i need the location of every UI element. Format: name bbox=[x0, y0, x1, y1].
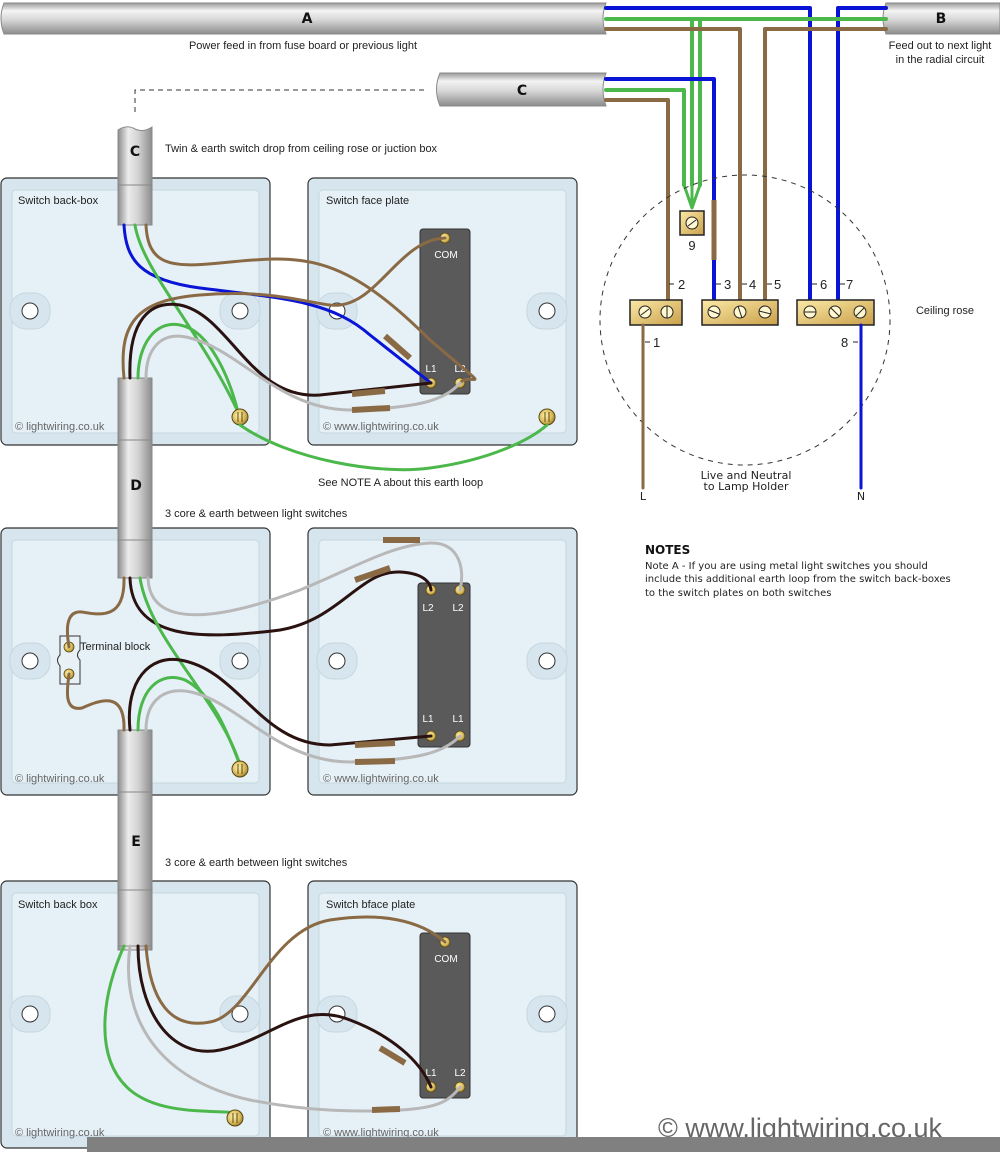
terminal-number-6: 6 bbox=[820, 277, 827, 292]
switch3-wires bbox=[103, 915, 462, 1115]
cable-e-caption: 3 core & earth between light switches bbox=[165, 857, 348, 869]
screw-hole-icon bbox=[231, 652, 249, 670]
terminal-numbers: 2 3 4 5 6 7 1 8 bbox=[645, 277, 858, 350]
cable-c-drop-caption: Twin & earth switch drop from ceiling ro… bbox=[165, 143, 438, 155]
earth-loop-note: See NOTE A about this earth loop bbox=[318, 477, 483, 489]
notes: NOTES Note A - If you are using metal li… bbox=[645, 543, 951, 599]
switch2-backbox bbox=[0, 527, 271, 796]
notes-line3: to the switch plates on both switches bbox=[645, 588, 831, 599]
screw-hole-icon bbox=[538, 1005, 556, 1023]
rose-block-neutral bbox=[796, 299, 875, 326]
earth-loop-wire bbox=[238, 423, 549, 472]
screw-hole-icon bbox=[231, 302, 249, 320]
screw-hole-icon bbox=[21, 1005, 39, 1023]
screw-hole-icon bbox=[21, 652, 39, 670]
switch2-terminal-l2-right: L2 bbox=[452, 603, 464, 614]
ceiling-rose-outline bbox=[599, 174, 891, 466]
switch2-terminal-l1-left: L1 bbox=[422, 714, 434, 725]
switch1-terminal-l2: L2 bbox=[454, 364, 466, 375]
terminal-number-9: 9 bbox=[688, 238, 695, 253]
screw-hole-icon bbox=[328, 652, 346, 670]
notes-title: NOTES bbox=[645, 543, 690, 557]
cable-c-drop-letter: C bbox=[130, 144, 140, 160]
switch2-terminal-l2-left: L2 bbox=[422, 603, 434, 614]
switch1-mechanism: COM L1 L2 bbox=[419, 228, 471, 395]
lamp-neutral-label: N bbox=[857, 490, 865, 503]
terminal-block-label: Terminal block bbox=[80, 641, 151, 653]
cable-b: B bbox=[882, 2, 1000, 35]
switch1-faceplate-label: Switch face plate bbox=[326, 195, 409, 207]
switch1-earth-screws bbox=[231, 408, 556, 426]
screw-hole-icon bbox=[538, 302, 556, 320]
notes-line1: Note A - If you are using metal light sw… bbox=[645, 561, 928, 572]
cable-a: A bbox=[0, 2, 607, 35]
switch2-terminal-block bbox=[57, 635, 81, 685]
screw-hole-icon bbox=[538, 652, 556, 670]
switch3-cable-sleeve bbox=[117, 889, 153, 947]
switch1-faceplate-copyright: © www.lightwiring.co.uk bbox=[323, 421, 439, 433]
switch1-backbox-copyright: © lightwiring.co.uk bbox=[15, 421, 105, 433]
cable-c-top-letter: C bbox=[517, 83, 527, 99]
switch1-terminal-l1: L1 bbox=[425, 364, 437, 375]
switch2-mechanism: L2 L2 L1 L1 bbox=[417, 582, 471, 748]
cable-b-caption-line2: in the radial circuit bbox=[896, 54, 985, 66]
rose-block-loop-in bbox=[701, 299, 779, 326]
terminal-number-4: 4 bbox=[749, 277, 756, 292]
switch3-terminal-com: COM bbox=[434, 954, 457, 965]
terminal-number-1: 1 bbox=[653, 335, 660, 350]
terminal-number-8: 8 bbox=[841, 335, 848, 350]
cable-e-letter: E bbox=[131, 834, 141, 850]
lamp-live-label: L bbox=[640, 490, 647, 503]
terminal-number-2: 2 bbox=[678, 277, 685, 292]
cable-b-caption-line1: Feed out to next light bbox=[889, 40, 992, 52]
switch2-faceplate-copyright: © www.lightwiring.co.uk bbox=[323, 773, 439, 785]
notes-line2: include this additional earth loop from … bbox=[645, 574, 951, 585]
cable-a-caption: Power feed in from fuse board or previou… bbox=[189, 40, 417, 52]
switch3-backbox-copyright: © lightwiring.co.uk bbox=[15, 1127, 105, 1139]
cable-a-letter: A bbox=[302, 11, 313, 27]
terminal-number-5: 5 bbox=[774, 277, 781, 292]
cable-d-letter: D bbox=[130, 478, 142, 494]
screw-hole-icon bbox=[231, 1005, 249, 1023]
footer-bar bbox=[87, 1137, 1000, 1152]
switch3-earth-screw bbox=[226, 1109, 244, 1127]
switch2-cable-sleeves bbox=[117, 539, 153, 793]
terminal-number-7: 7 bbox=[846, 277, 853, 292]
switch3-faceplate-copyright: © www.lightwiring.co.uk bbox=[323, 1127, 439, 1139]
switch1-cable-sleeves bbox=[117, 184, 153, 441]
screw-hole-icon bbox=[21, 302, 39, 320]
switch3-terminal-l1: L1 bbox=[425, 1068, 437, 1079]
rose-block-live-lamp bbox=[629, 299, 683, 326]
terminal-number-3: 3 bbox=[724, 277, 731, 292]
switch3-terminal-l2: L2 bbox=[454, 1068, 466, 1079]
ceiling-rose-label: Ceiling rose bbox=[916, 305, 974, 317]
earth-terminal-9 bbox=[679, 210, 705, 236]
switch1-backbox bbox=[0, 177, 271, 446]
switch1-terminal-com: COM bbox=[434, 250, 457, 261]
cable-d-caption: 3 core & earth between light switches bbox=[165, 508, 348, 520]
switch3-backbox-label: Switch back box bbox=[18, 899, 98, 911]
switch3-mechanism: COM L1 L2 bbox=[419, 932, 471, 1099]
lamp-caption-line2: to Lamp Holder bbox=[704, 480, 789, 493]
lamp-caption-line1: Live and Neutral bbox=[701, 469, 792, 482]
switch1-backbox-label: Switch back-box bbox=[18, 195, 99, 207]
cable-c-top: C bbox=[436, 72, 607, 107]
switch2-backbox-copyright: © lightwiring.co.uk bbox=[15, 773, 105, 785]
feed-wires bbox=[604, 6, 888, 302]
switch2-terminal-l1-right: L1 bbox=[452, 714, 464, 725]
switch1-wires bbox=[121, 223, 477, 414]
cable-b-letter: B bbox=[936, 11, 947, 27]
cable-c-continuation-dashed bbox=[134, 89, 428, 112]
switch3-faceplate-label: Switch bface plate bbox=[326, 899, 415, 911]
switch2-wires bbox=[65, 537, 464, 767]
switch2-earth-screw bbox=[231, 760, 249, 778]
